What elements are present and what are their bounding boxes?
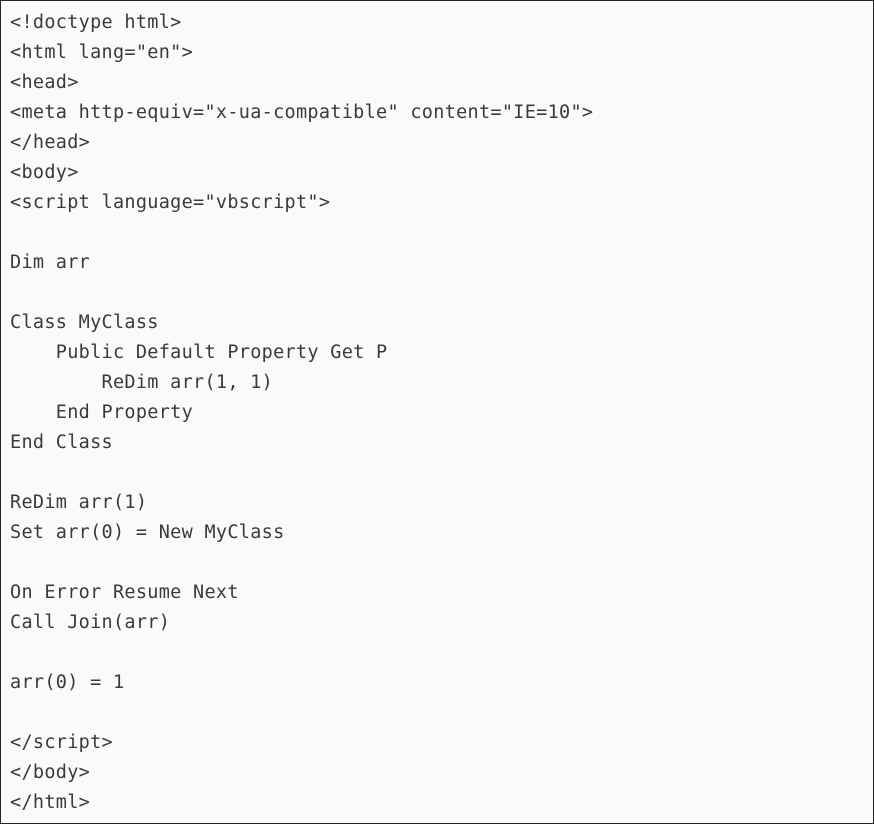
- code-line: <html lang="en">: [10, 42, 194, 63]
- code-line: Call Join(arr): [10, 612, 171, 633]
- code-line: [10, 458, 593, 488]
- code-line: <head>: [10, 72, 79, 93]
- code-content: <!doctype html> <html lang="en"> <head> <me…: [10, 8, 593, 818]
- code-line: End Property: [10, 402, 194, 423]
- code-line: Set arr(0) = New MyClass: [10, 522, 285, 543]
- code-line: ReDim arr(1, 1): [10, 372, 274, 393]
- code-line: ReDim arr(1): [10, 492, 148, 513]
- code-line: Class MyClass: [10, 312, 159, 333]
- code-line: <script language="vbscript">: [10, 192, 331, 213]
- code-line: End Class: [10, 432, 113, 453]
- code-line: [10, 548, 593, 578]
- code-line: [10, 698, 593, 728]
- code-line: Public Default Property Get P: [10, 342, 388, 363]
- code-line: <body>: [10, 162, 79, 183]
- code-line: On Error Resume Next: [10, 582, 239, 603]
- code-line: <meta http-equiv="x-ua-compatible" conte…: [10, 102, 594, 123]
- code-line: [10, 638, 593, 668]
- code-line: </script>: [10, 732, 113, 753]
- code-line: </body>: [10, 762, 91, 783]
- code-line: [10, 278, 593, 308]
- code-line: [10, 218, 593, 248]
- code-line: </head>: [10, 132, 91, 153]
- code-line: Dim arr: [10, 252, 91, 273]
- code-line: arr(0) = 1: [10, 672, 125, 693]
- code-line: <!doctype html>: [10, 12, 182, 33]
- code-line: </html>: [10, 792, 91, 813]
